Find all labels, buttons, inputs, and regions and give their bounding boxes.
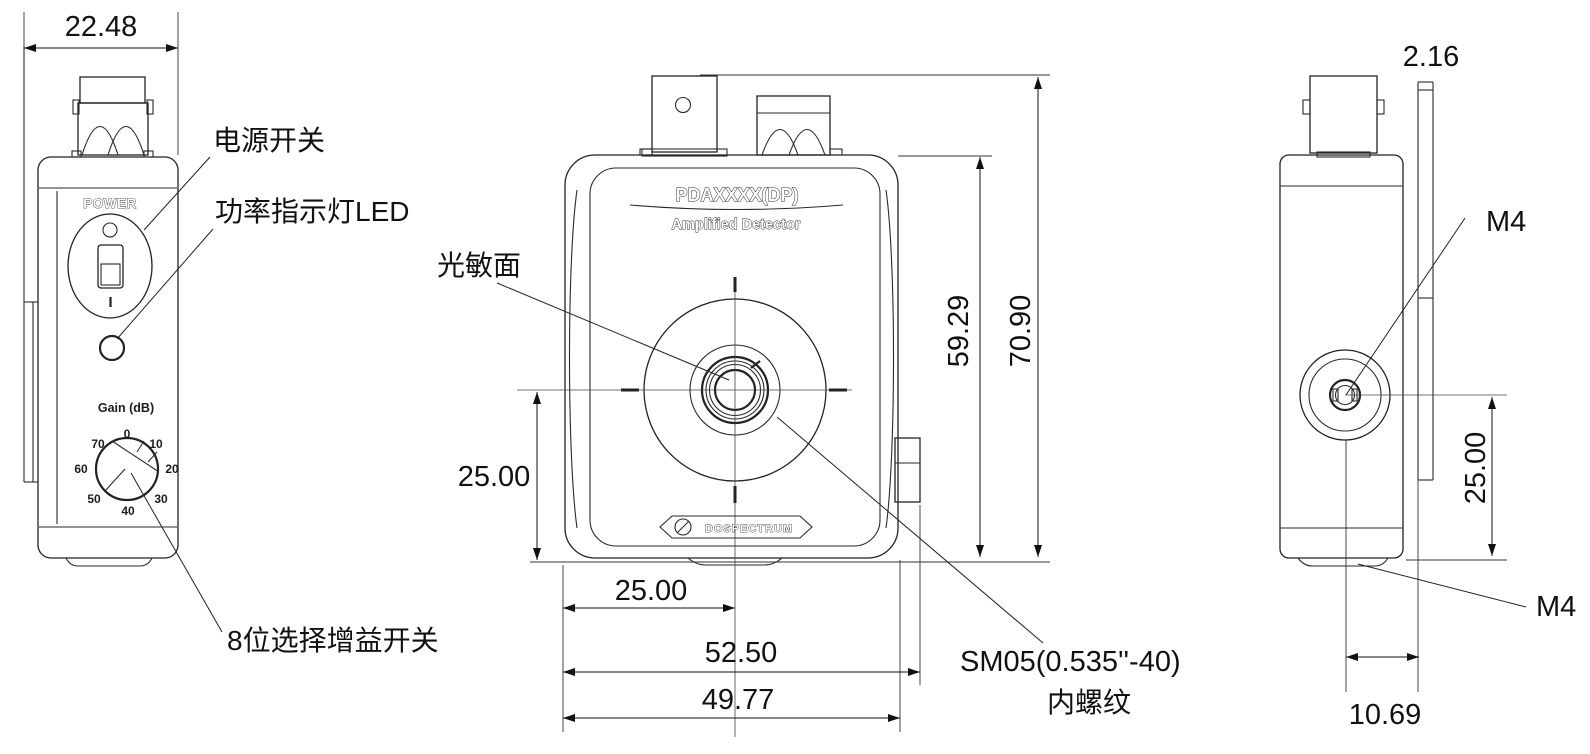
callout-thread-spec: SM05(0.535''-40) [960,646,1181,678]
left-side-plate [23,46,38,483]
brand-banner: DOSPECTRUM [659,515,813,539]
gain-mark-60: 60 [74,462,88,476]
dim-width-body: 49.77 [702,684,775,716]
side-tab [894,437,921,503]
dim-height-body: 59.29 [943,295,975,368]
front-body: PDAXXXX(DP) Amplified Detector [564,148,921,566]
dim-plate-thickness: 2.16 [1403,41,1459,73]
left-callouts: 电源开关 功率指示灯LED 8位选择增益开关 [116,125,439,656]
right-dimensions: 2.16 25.00 10.69 [1346,41,1507,731]
callout-m4-side: M4 [1486,206,1526,238]
gain-mark-40: 40 [121,504,135,518]
callout-power-led: 功率指示灯LED [215,196,409,227]
dim-center-vertical: 25.00 [458,461,531,493]
aperture [517,277,852,737]
left-body [37,150,179,567]
left-foot [65,557,153,567]
callout-photosensitive: 光敏面 [437,250,521,281]
callout-thread-type: 内螺纹 [1047,687,1131,718]
gain-knob[interactable] [94,436,160,502]
mounting-bracket [651,75,718,153]
callout-power-switch: 电源开关 [213,125,325,156]
left-view: 22.48 POWER [23,11,439,656]
m4-side-hole [1299,349,1507,692]
bracket-hole [674,96,692,114]
model-label: PDAXXXX(DP) [675,185,798,205]
brand-label: DOSPECTRUM [705,523,793,535]
right-callouts: M4 M4 [1345,206,1576,623]
front-callouts: 光敏面 SM05(0.535''-40) 内螺纹 [437,250,1181,718]
subtitle-label: Amplified Detector [672,217,801,233]
thread-start-mark [750,360,761,369]
power-cluster: POWER [67,196,153,362]
right-body [1279,154,1404,567]
bnc-connector-front [756,95,831,156]
gain-mark-20: 20 [165,462,179,476]
brand-logo-icon [674,518,692,536]
dim-hole-height: 25.00 [1460,432,1492,505]
front-top-fittings [641,75,831,157]
right-view: 2.16 25.00 10.69 M4 M4 [1279,41,1576,731]
power-rocker-lower[interactable] [100,263,121,286]
right-side-plate [1417,81,1434,692]
front-view: PDAXXXX(DP) Amplified Detector [437,74,1181,737]
callout-m4-bottom: M4 [1536,591,1576,623]
power-led-indicator [102,222,118,238]
gain-dial: Gain (dB) 0 10 20 30 40 50 60 70 [74,401,179,518]
dim-left-width: 22.48 [23,11,179,155]
gain-face-label: Gain (dB) [98,401,154,415]
dim-center-horizontal: 25.00 [615,575,688,607]
dim-hole-offset: 10.69 [1349,699,1422,731]
gain-mark-30: 30 [154,492,168,506]
power-led-lamp [98,334,126,362]
front-dimensions: 59.29 70.90 25.00 25.00 52.50 49.77 [458,74,1050,732]
power-switch-bezel [67,213,153,319]
gain-mark-0: 0 [124,427,131,441]
bnc-connector-left [72,76,154,156]
gain-mark-50: 50 [87,492,101,506]
right-foot [1297,557,1389,567]
dim-height-total: 70.90 [1005,295,1037,368]
bnc-connector-right [1302,75,1385,158]
dim-width-total: 52.50 [705,637,778,669]
gain-mark-70: 70 [91,437,105,451]
power-face-label: POWER [83,196,137,211]
callout-gain-switch: 8位选择增益开关 [227,625,439,656]
power-rocker-switch[interactable] [97,244,124,289]
dim-left-width-value: 22.48 [65,11,138,43]
gain-mark-10: 10 [149,437,163,451]
